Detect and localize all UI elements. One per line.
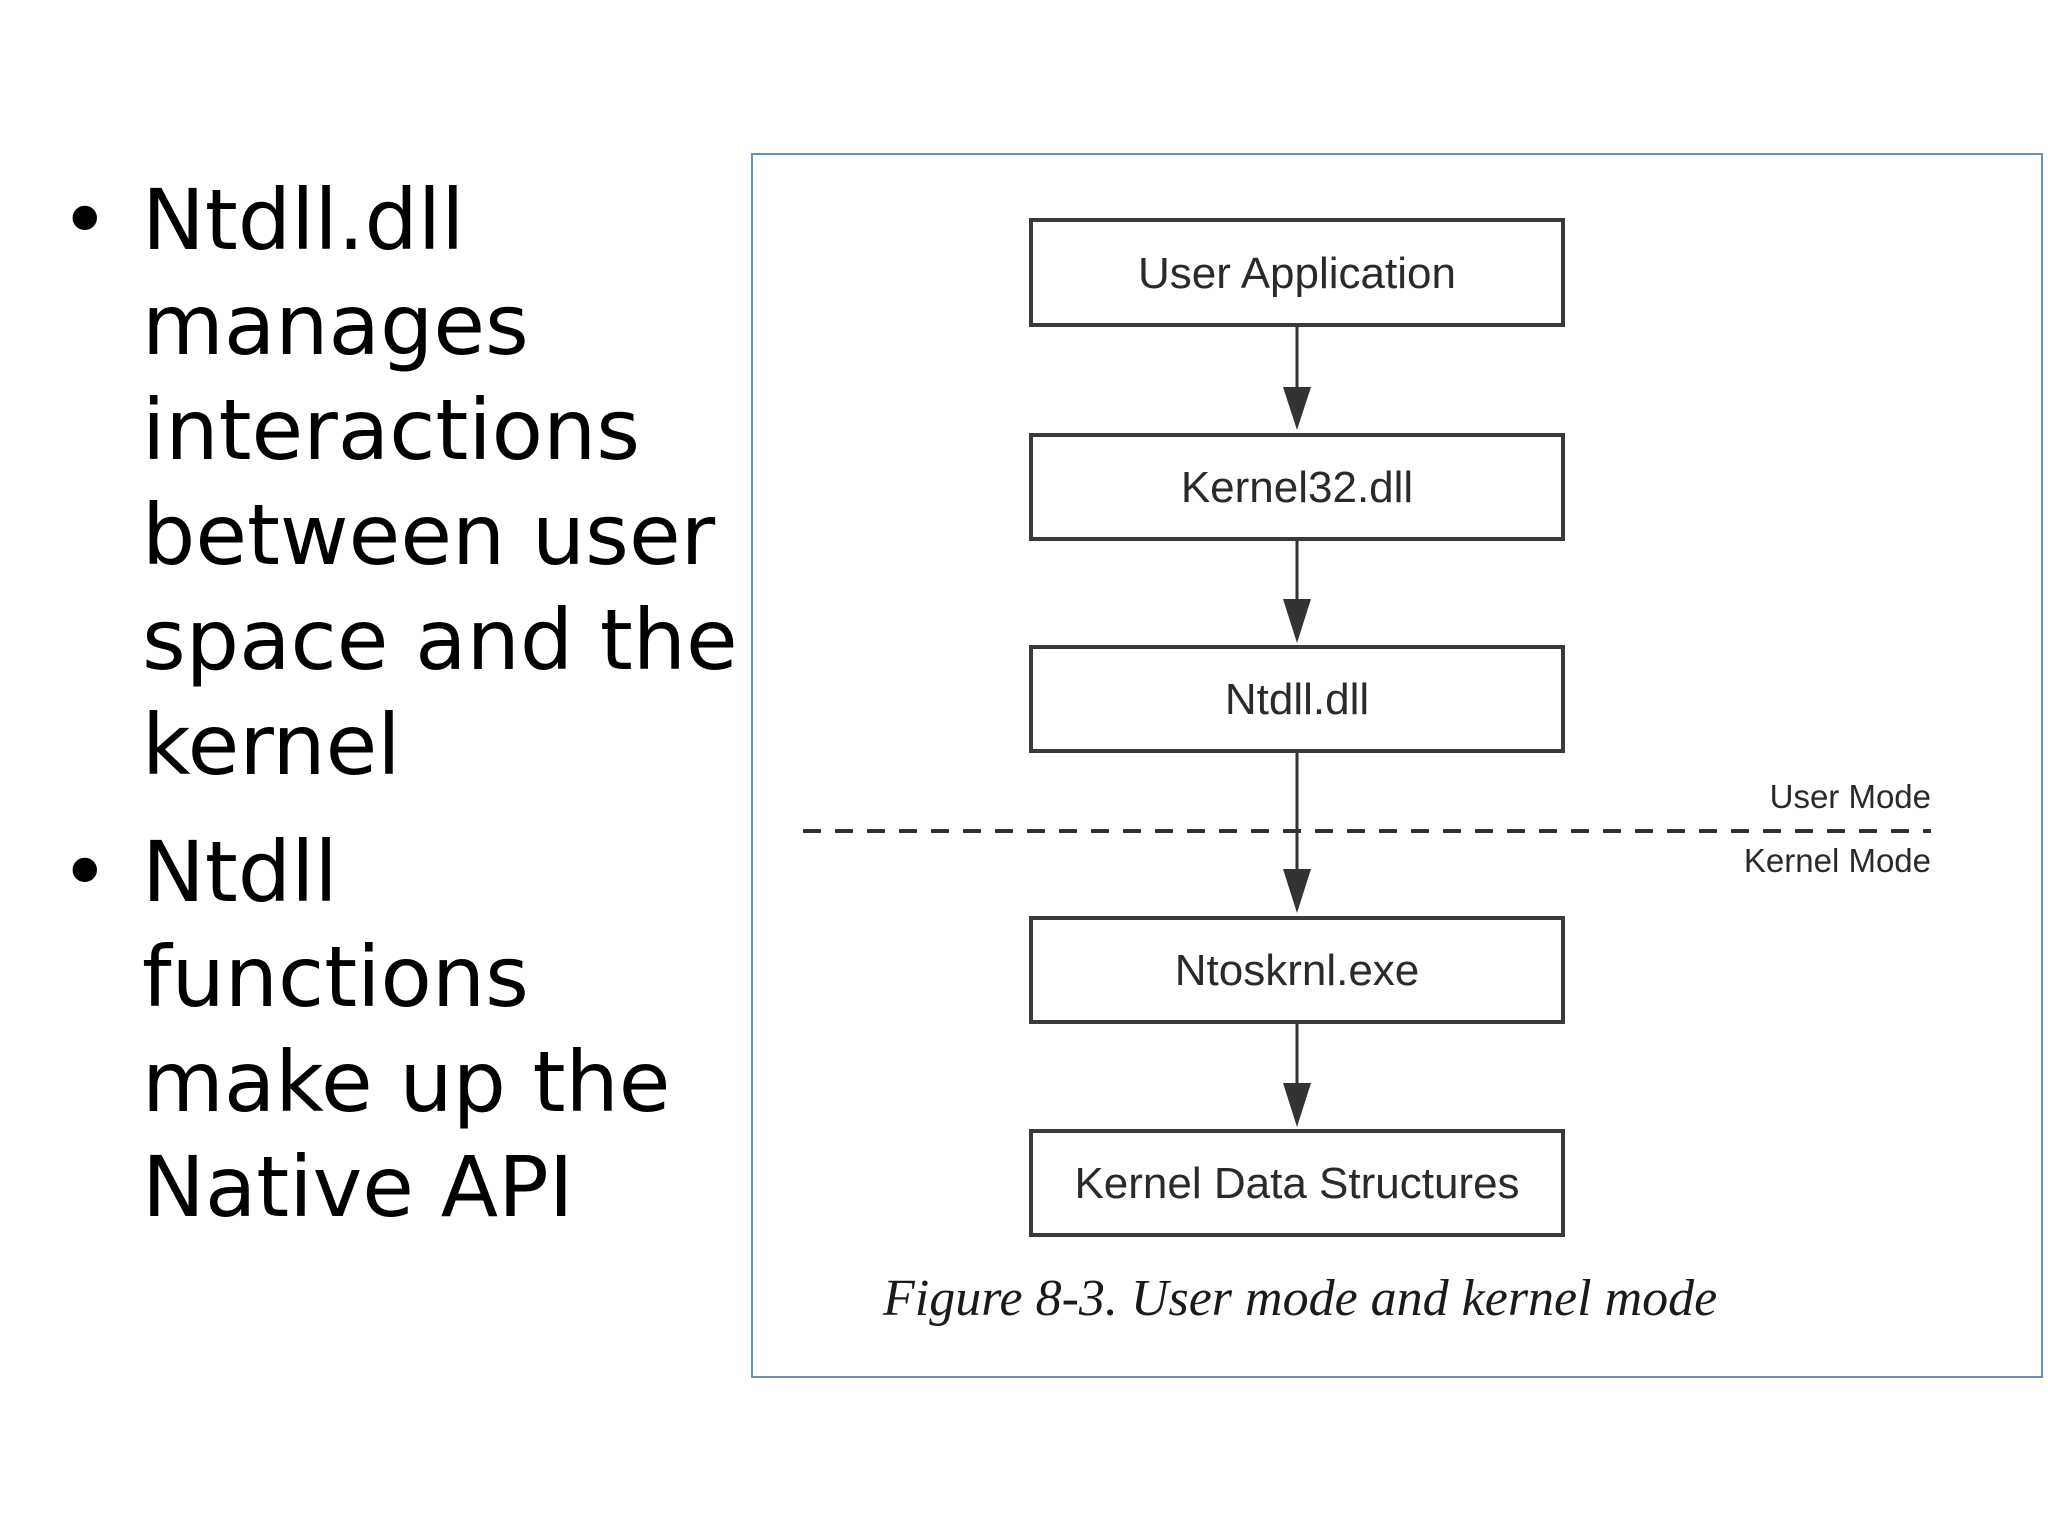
box-label: Ntdll.dll (1225, 675, 1369, 724)
mode-diagram: User Application Kernel32.dll Ntdll.dll … (803, 218, 1931, 1327)
box-label: User Application (1138, 249, 1456, 298)
figure-frame: User Application Kernel32.dll Ntdll.dll … (751, 153, 2043, 1378)
bullet-dot-icon: • (60, 823, 110, 921)
arrow-4 (1283, 1024, 1311, 1127)
figure-caption: Figure 8-3. User mode and kernel mode (882, 1270, 1717, 1327)
box-user-application: User Application (1029, 218, 1565, 327)
bullet-dot-icon: • (60, 171, 110, 269)
bullet-item: • Ntdll functions make up the Native API (60, 820, 740, 1240)
box-label: Kernel32.dll (1181, 463, 1413, 512)
box-label: Ntoskrnl.exe (1175, 946, 1420, 995)
box-kernel-data-structures: Kernel Data Structures (1029, 1129, 1565, 1237)
user-mode-label: User Mode (1770, 778, 1931, 815)
kernel-mode-label: Kernel Mode (1744, 842, 1931, 879)
arrow-3 (1283, 753, 1311, 913)
bullet-text: Ntdll functions make up the Native API (142, 823, 671, 1236)
arrow-1 (1283, 327, 1311, 430)
bullet-text: Ntdll.dll manages interactions between u… (142, 171, 738, 794)
box-ntoskrnl: Ntoskrnl.exe (1029, 916, 1565, 1024)
box-kernel32: Kernel32.dll (1029, 433, 1565, 541)
arrow-2 (1283, 541, 1311, 643)
bullet-list: • Ntdll.dll manages interactions between… (60, 168, 740, 1262)
box-ntdll: Ntdll.dll (1029, 645, 1565, 753)
box-label: Kernel Data Structures (1074, 1159, 1519, 1208)
bullet-item: • Ntdll.dll manages interactions between… (60, 168, 740, 798)
